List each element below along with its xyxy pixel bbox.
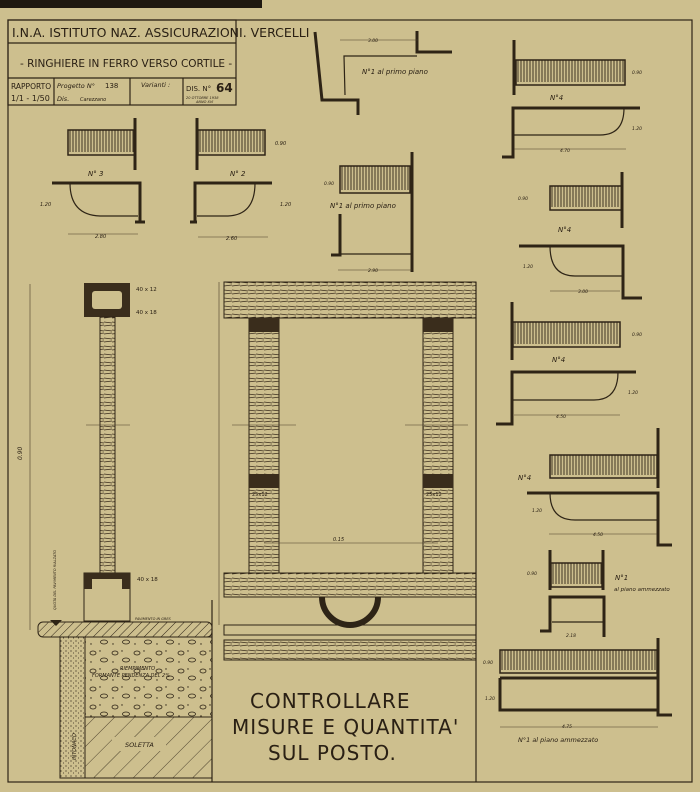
svg-text:2.18: 2.18 — [566, 633, 576, 639]
railing-frame — [512, 321, 621, 348]
svg-text:1.20: 1.20 — [523, 264, 533, 270]
post-section: 0.90 40 x 12 40 x 18 40 x 18 QUOTA DEL P… — [17, 283, 213, 782]
railing-frame — [515, 59, 626, 86]
svg-text:1.20: 1.20 — [40, 202, 51, 208]
variants-label: Varianti : — [141, 81, 170, 89]
note-line-2: MISURE E QUANTITA' — [232, 715, 459, 739]
note-line-3: SUL POSTO. — [268, 741, 397, 765]
drafter-label: Dis. — [57, 95, 69, 103]
drawing-subject: - RINGHIERE IN FERRO VERSO CORTILE - — [20, 58, 232, 70]
sheet-border — [7, 19, 693, 783]
railing-frame — [197, 129, 266, 156]
project-number: 138 — [105, 82, 118, 90]
scan-edge — [0, 0, 262, 8]
svg-text:25x12: 25x12 — [426, 492, 442, 498]
railing-frame — [549, 454, 658, 479]
svg-text:4.50: 4.50 — [556, 414, 566, 420]
svg-text:0.90: 0.90 — [17, 446, 24, 460]
svg-text:2.60: 2.60 — [226, 236, 237, 242]
detail-n1-primo-piano-plan: 3.00 N°1 al primo piano — [313, 31, 452, 115]
drawing-year: ANNO XVI — [195, 100, 213, 104]
svg-text:1.20: 1.20 — [532, 508, 542, 514]
drawing-date: 20 OTTOBRE 1938 — [186, 96, 219, 100]
svg-text:1.20: 1.20 — [632, 126, 642, 132]
svg-text:2.90: 2.90 — [368, 268, 378, 274]
site-check-note: CONTROLLARE MISURE E QUANTITA' SUL POSTO… — [232, 689, 459, 765]
detail-n1-primo-piano: 0.90 N°1 al primo piano 2.90 — [324, 152, 414, 274]
railing-elevations — [67, 59, 658, 674]
svg-text:0.90: 0.90 — [527, 571, 537, 577]
svg-text:N°1: N°1 — [615, 574, 628, 582]
svg-text:N°1 al piano ammezzato: N°1 al piano ammezzato — [518, 736, 598, 744]
svg-text:0.90: 0.90 — [632, 332, 642, 338]
drawing-number: 64 — [216, 81, 233, 95]
svg-text:INTONACO: INTONACO — [72, 733, 78, 760]
detail-n1-ammezzato-large: 0.90 1.20 4.75 N°1 al piano ammezzato — [483, 638, 672, 744]
svg-text:4.50: 4.50 — [593, 532, 603, 538]
detail-n1-ammezzato-small: 0.90 N°1 al piano ammezzato 2.18 — [527, 550, 670, 639]
svg-text:N°1 al primo piano: N°1 al primo piano — [362, 68, 428, 76]
railing-frame — [67, 129, 136, 156]
svg-text:1.20: 1.20 — [628, 390, 638, 396]
svg-text:2.80: 2.80 — [95, 234, 106, 240]
svg-text:al piano ammezzato: al piano ammezzato — [614, 587, 670, 593]
svg-text:0.90: 0.90 — [518, 196, 528, 202]
svg-text:1.20: 1.20 — [485, 696, 495, 702]
svg-text:N°4: N°4 — [550, 94, 563, 102]
railing-frame — [499, 649, 658, 674]
svg-text:0.90: 0.90 — [632, 70, 642, 76]
svg-text:3.00: 3.00 — [368, 38, 378, 44]
svg-text:QUOTA DEL PAVIMENTO RIALZATO: QUOTA DEL PAVIMENTO RIALZATO — [53, 550, 57, 610]
detail-n4-b: 0.90 N°4 1.20 3.00 — [518, 172, 642, 300]
svg-text:40 x 18: 40 x 18 — [136, 310, 157, 316]
title-block: I.N.A. ISTITUTO NAZ. ASSICURAZIONI. VERC… — [7, 19, 309, 106]
frame-elevation: 25x12 25x12 0.15 — [218, 281, 477, 782]
svg-text:25x12: 25x12 — [252, 492, 268, 498]
project-label: Progetto N° — [57, 82, 95, 90]
detail-n3: N° 3 1.20 2.80 — [40, 118, 145, 240]
svg-text:N°4: N°4 — [518, 474, 531, 482]
svg-text:SOLETTA: SOLETTA — [125, 741, 154, 749]
scale-label: RAPPORTO — [11, 82, 51, 91]
svg-text:0.90: 0.90 — [324, 181, 334, 187]
detail-n4-a: 0.90 N°4 1.20 4.70 — [502, 40, 642, 159]
svg-text:4.75: 4.75 — [562, 724, 572, 730]
detail-n4-c: 0.90 N°4 1.20 4.50 — [496, 302, 642, 426]
svg-text:40 x 12: 40 x 12 — [136, 287, 157, 293]
drawing-number-label: DIS. N° — [186, 85, 211, 93]
detail-n4-d: N°4 1.20 4.50 — [518, 428, 672, 547]
svg-text:RIEMPIMENTO: RIEMPIMENTO — [120, 666, 155, 672]
svg-text:3.00: 3.00 — [578, 289, 588, 295]
detail-n2: 0.90 N° 2 1.20 2.60 — [190, 118, 291, 242]
institution-name: I.N.A. ISTITUTO NAZ. ASSICURAZIONI. VERC… — [12, 25, 309, 40]
svg-text:N° 3: N° 3 — [88, 170, 103, 178]
svg-text:0.90: 0.90 — [483, 660, 493, 666]
svg-text:4.70: 4.70 — [560, 148, 570, 154]
svg-text:FORMANTE PENDENZA DEL 2%: FORMANTE PENDENZA DEL 2% — [92, 673, 170, 679]
svg-text:PAVIMENTO IN GRES: PAVIMENTO IN GRES — [135, 617, 172, 621]
svg-text:N° 2: N° 2 — [230, 170, 246, 178]
svg-text:0.90: 0.90 — [275, 141, 286, 147]
scale-value: 1/1 - 1/50 — [11, 94, 50, 103]
svg-text:N°4: N°4 — [558, 226, 571, 234]
drafter-name: Carezzano — [80, 97, 106, 103]
svg-text:N°4: N°4 — [552, 356, 565, 364]
note-line-1: CONTROLLARE — [250, 689, 410, 713]
svg-text:N°1 al primo piano: N°1 al primo piano — [330, 202, 396, 210]
svg-text:0.15: 0.15 — [333, 537, 344, 543]
svg-text:40 x 18: 40 x 18 — [137, 577, 158, 583]
svg-text:1.20: 1.20 — [280, 202, 291, 208]
